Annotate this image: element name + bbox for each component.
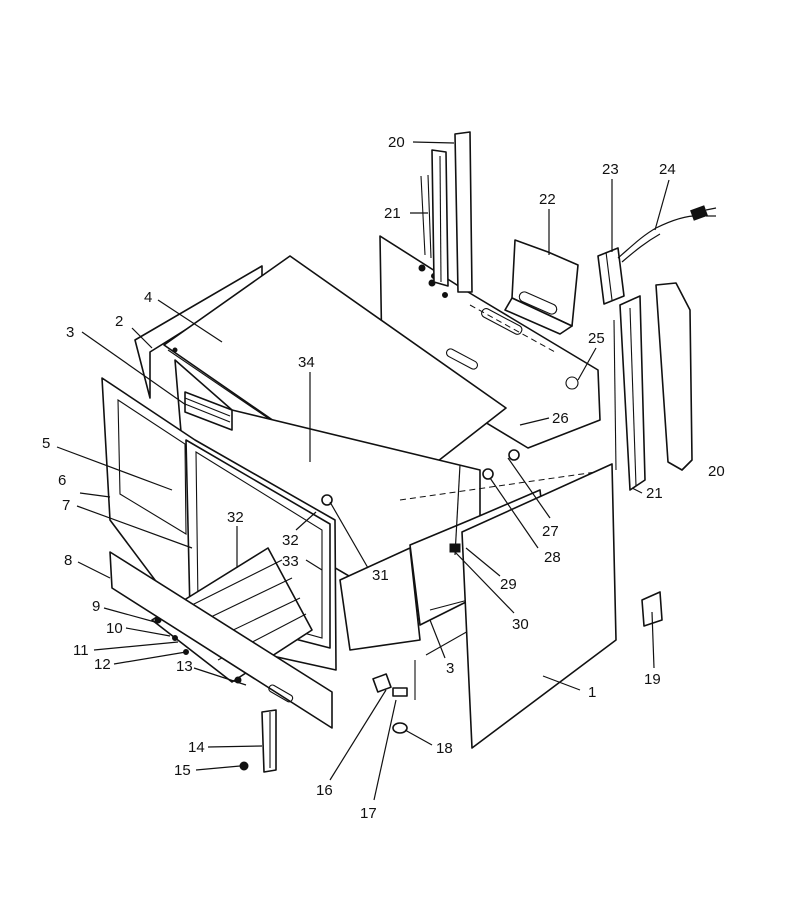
callout-26: 26 <box>552 410 569 427</box>
callout-11: 11 <box>73 642 89 659</box>
callout-3-right: 3 <box>446 660 454 677</box>
callout-25: 25 <box>588 330 605 347</box>
callout-23: 23 <box>602 161 619 178</box>
callout-32-door: 32 <box>282 532 299 549</box>
callout-17: 17 <box>360 805 377 822</box>
callout-16: 16 <box>316 782 333 799</box>
terminal-block <box>597 247 625 305</box>
callout-34: 34 <box>298 354 315 371</box>
callout-2: 2 <box>115 313 123 330</box>
callout-1: 1 <box>588 684 596 701</box>
callout-29: 29 <box>500 576 517 593</box>
callout-22: 22 <box>539 191 556 208</box>
callout-33: 33 <box>282 553 299 570</box>
callout-21-right: 21 <box>646 485 663 502</box>
rear-side-trim-left <box>420 131 473 293</box>
callout-20-top: 20 <box>388 134 405 151</box>
callout-8: 8 <box>64 552 72 569</box>
hardware <box>172 449 663 771</box>
callout-12: 12 <box>94 656 111 673</box>
vent-duct <box>504 239 579 335</box>
side-trim-right <box>613 282 693 491</box>
callout-28: 28 <box>544 549 561 566</box>
callout-15: 15 <box>174 762 191 779</box>
bracket-19 <box>641 591 663 627</box>
callout-19: 19 <box>644 671 661 688</box>
callout-6: 6 <box>58 472 66 489</box>
side-panel <box>461 463 617 749</box>
callout-10: 10 <box>106 620 123 637</box>
door-handle <box>261 709 277 773</box>
callout-4: 4 <box>144 289 152 306</box>
callout-21-top: 21 <box>384 205 401 222</box>
oven-liner <box>174 359 611 651</box>
callout-labels: 1 2 3 3 4 5 6 7 8 9 10 11 12 13 14 15 16… <box>42 134 725 822</box>
power-cord <box>617 205 717 263</box>
leader-lines <box>56 141 693 801</box>
callout-31: 31 <box>372 567 389 584</box>
callout-5: 5 <box>42 435 50 452</box>
callout-14: 14 <box>188 739 205 756</box>
screw-15 <box>239 761 249 771</box>
callout-30: 30 <box>512 616 529 633</box>
callout-13: 13 <box>176 658 193 675</box>
callout-20-right: 20 <box>708 463 725 480</box>
broiler-drawer-front <box>109 551 333 729</box>
callout-24: 24 <box>659 161 676 178</box>
callout-3: 3 <box>66 324 74 341</box>
callout-7: 7 <box>62 497 70 514</box>
callout-27: 27 <box>542 523 559 540</box>
callout-32-rack: 32 <box>227 509 244 526</box>
callout-9: 9 <box>92 598 100 615</box>
callout-18: 18 <box>436 740 453 757</box>
